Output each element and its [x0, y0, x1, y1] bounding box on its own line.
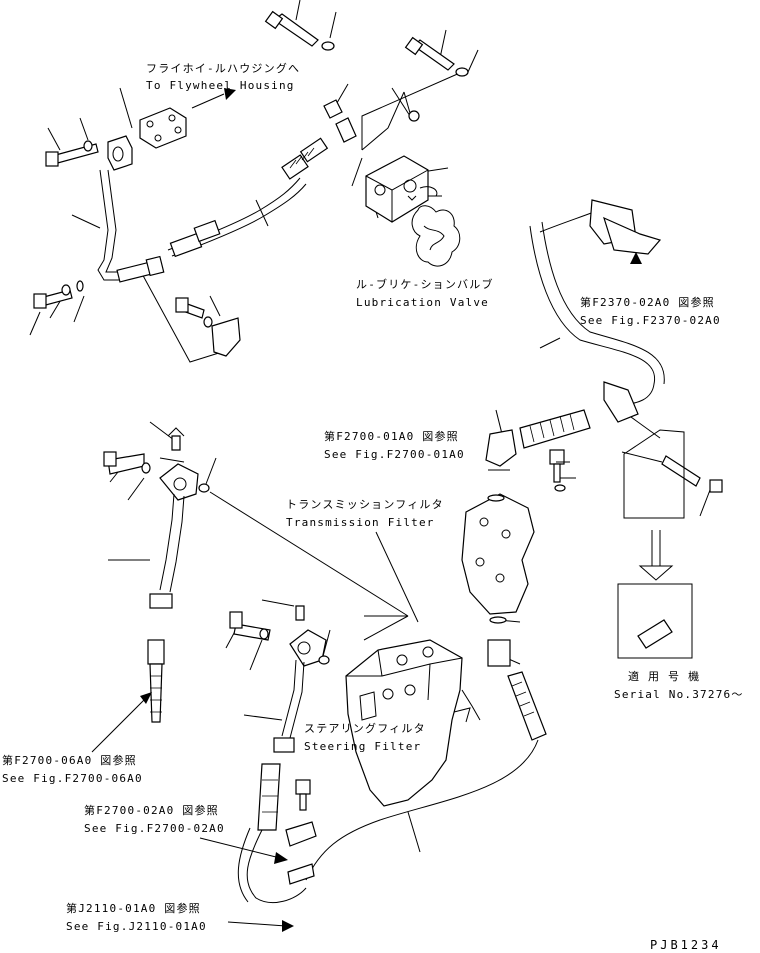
pipe-middle-left: [103, 427, 210, 723]
ref-j2110-en: See Fig.J2110-01A0: [66, 920, 207, 933]
ref-f2700-02-jp: 第F2700-02A0 図参照: [84, 804, 219, 817]
flywheel-label-en: To Flywheel Housing: [146, 79, 295, 92]
lubrication-valve-label-jp: ル-ブリケ-ションバルブ: [356, 278, 494, 291]
transmission-filter-right: [461, 493, 547, 741]
bolts-upper: [33, 10, 469, 357]
flywheel-label-jp: フライホイ-ルハウジングへ: [146, 62, 301, 75]
small-bolt-right: [549, 449, 723, 493]
lubrication-valve-label-en: Lubrication Valve: [356, 296, 489, 309]
ref-f2700-06-jp: 第F2700-06A0 図参照: [2, 754, 137, 767]
serial-label-jp: 適 用 号 機: [628, 670, 701, 683]
lower-hose: [237, 827, 307, 903]
transmission-filter-label-en: Transmission Filter: [286, 516, 435, 529]
ref-f2700-01-en: See Fig.F2700-01A0: [324, 448, 465, 461]
serial-frames: [617, 429, 693, 659]
pipe-lower-left: [229, 605, 330, 885]
main-hose-right: [305, 199, 665, 881]
ref-f2700-06-en: See Fig.F2700-06A0: [2, 772, 143, 785]
serial-label-en: Serial No.37276～: [614, 688, 744, 701]
ref-f2370-jp: 第F2370-02A0 図参照: [580, 296, 715, 309]
transmission-filter-label-jp: トランスミッションフィルタ: [286, 498, 444, 511]
long-connector-lines: [139, 71, 661, 641]
flexible-hose-upper: [167, 137, 329, 258]
drawing-number: PJB1234: [650, 938, 722, 952]
reference-arrows: [91, 88, 642, 932]
ref-f2700-02-en: See Fig.F2700-02A0: [84, 822, 225, 835]
ref-f2370-en: See Fig.F2370-02A0: [580, 314, 721, 327]
pipe-upper-left: [97, 169, 165, 283]
flywheel-adapter: [107, 107, 187, 171]
lubrication-valve-block: [365, 155, 461, 267]
steering-filter-label-en: Steering Filter: [304, 740, 422, 753]
ref-f2700-01-jp: 第F2700-01A0 図参照: [324, 430, 459, 443]
ref-j2110-jp: 第J2110-01A0 図参照: [66, 902, 201, 915]
steering-filter-body: [345, 639, 481, 807]
steering-filter-label-jp: ステアリングフィルタ: [304, 722, 426, 735]
